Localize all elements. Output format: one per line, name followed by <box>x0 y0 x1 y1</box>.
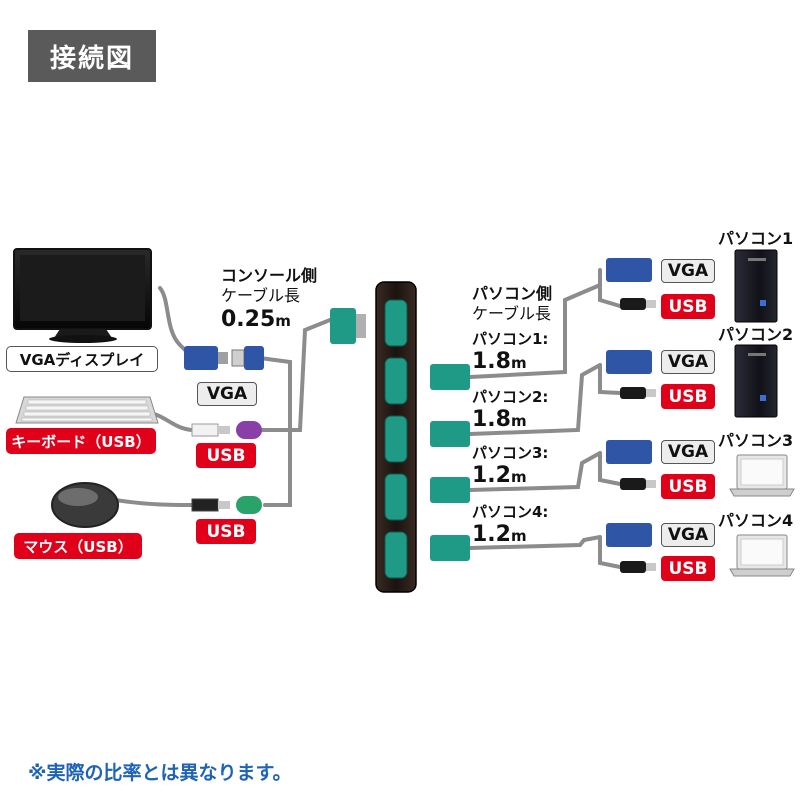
pc1-label: パソコン1 <box>718 229 794 248</box>
cable-3-unit: m <box>510 468 527 486</box>
console-cable-usb <box>260 318 332 432</box>
keyboard-usb-connector-icon <box>191 421 262 439</box>
pc2-tower-icon <box>734 344 778 418</box>
pc3-vga-tag: VGA <box>661 440 715 464</box>
pc4-laptop-icon <box>729 534 795 577</box>
pc4-cable <box>468 535 622 569</box>
pc-side-subtitle: ケーブル長 <box>472 304 552 323</box>
monitor-vga-connector-icon <box>184 346 264 370</box>
console-side-length: 0.25m <box>221 307 291 332</box>
keyboard-usb-tag: USB <box>196 443 256 468</box>
pc3-laptop-icon <box>729 454 795 497</box>
mouse-cable <box>113 498 194 507</box>
console-connector-icon <box>330 308 366 344</box>
pc2-cable <box>468 363 622 436</box>
pc4-vga-tag: VGA <box>661 523 715 547</box>
cable-2-length: 1.8m <box>472 407 527 432</box>
pc3-label: パソコン3 <box>718 431 794 450</box>
cable-2-label: パソコン2: <box>472 388 549 406</box>
pc1-usb-tag: USB <box>661 294 715 319</box>
cable-2-value: 1.8 <box>472 407 511 432</box>
pc1-cable <box>468 268 622 379</box>
pc3-connector-icons <box>606 440 656 490</box>
cable-4-label: パソコン4: <box>472 503 549 521</box>
pc2-connector-icons <box>606 350 656 399</box>
cable-4-length: 1.2m <box>472 522 527 547</box>
console-side-title: コンソール側 <box>221 266 318 285</box>
pc3-cable <box>468 451 622 492</box>
pc2-usb-tag: USB <box>661 384 715 409</box>
console-side-subtitle: ケーブル長 <box>221 286 301 305</box>
cable-1-label: パソコン1: <box>472 330 549 348</box>
pc4-label: パソコン4 <box>718 511 794 530</box>
pc3-usb-tag: USB <box>661 474 715 499</box>
cable-1-value: 1.8 <box>472 349 511 374</box>
mouse-label: マウス（USB） <box>14 533 142 559</box>
pc1-tower-icon <box>734 249 778 323</box>
monitor-icon <box>13 248 152 343</box>
cable-2-unit: m <box>510 412 527 430</box>
console-cable-vga <box>258 356 292 507</box>
pc2-label: パソコン2 <box>718 325 794 344</box>
monitor-label: VGAディスプレイ <box>6 346 158 372</box>
pc1-connector-icons <box>606 258 656 310</box>
mouse-usb-connector-icon <box>191 496 262 514</box>
keyboard-label: キーボード（USB） <box>6 428 156 454</box>
console-vga-tag: VGA <box>197 382 257 406</box>
pc-vga-usb-connectors <box>606 258 656 573</box>
kvm-switch-icon <box>375 281 417 593</box>
console-length-value: 0.25 <box>221 307 276 332</box>
pc1-vga-tag: VGA <box>661 259 715 283</box>
pc4-usb-tag: USB <box>661 556 715 581</box>
monitor-cable <box>158 286 187 352</box>
pc2-vga-tag: VGA <box>661 350 715 374</box>
page-title: 接続図 <box>28 30 156 82</box>
kvm-port-connectors <box>430 364 470 561</box>
mouse-icon <box>51 482 119 528</box>
mouse-usb-tag: USB <box>196 519 256 544</box>
cable-1-length: 1.8m <box>472 349 527 374</box>
disclaimer-note: ※実際の比率とは異なります。 <box>28 762 292 784</box>
cables <box>113 268 622 569</box>
pc-side-title: パソコン側 <box>472 284 553 303</box>
cable-3-label: パソコン3: <box>472 444 549 462</box>
cable-3-value: 1.2 <box>472 463 511 488</box>
cable-4-value: 1.2 <box>472 522 511 547</box>
console-length-unit: m <box>275 312 291 330</box>
cable-1-unit: m <box>510 354 527 372</box>
pc4-connector-icons <box>606 523 656 573</box>
cable-3-length: 1.2m <box>472 463 527 488</box>
cable-4-unit: m <box>510 527 527 545</box>
keyboard-icon <box>15 396 159 424</box>
